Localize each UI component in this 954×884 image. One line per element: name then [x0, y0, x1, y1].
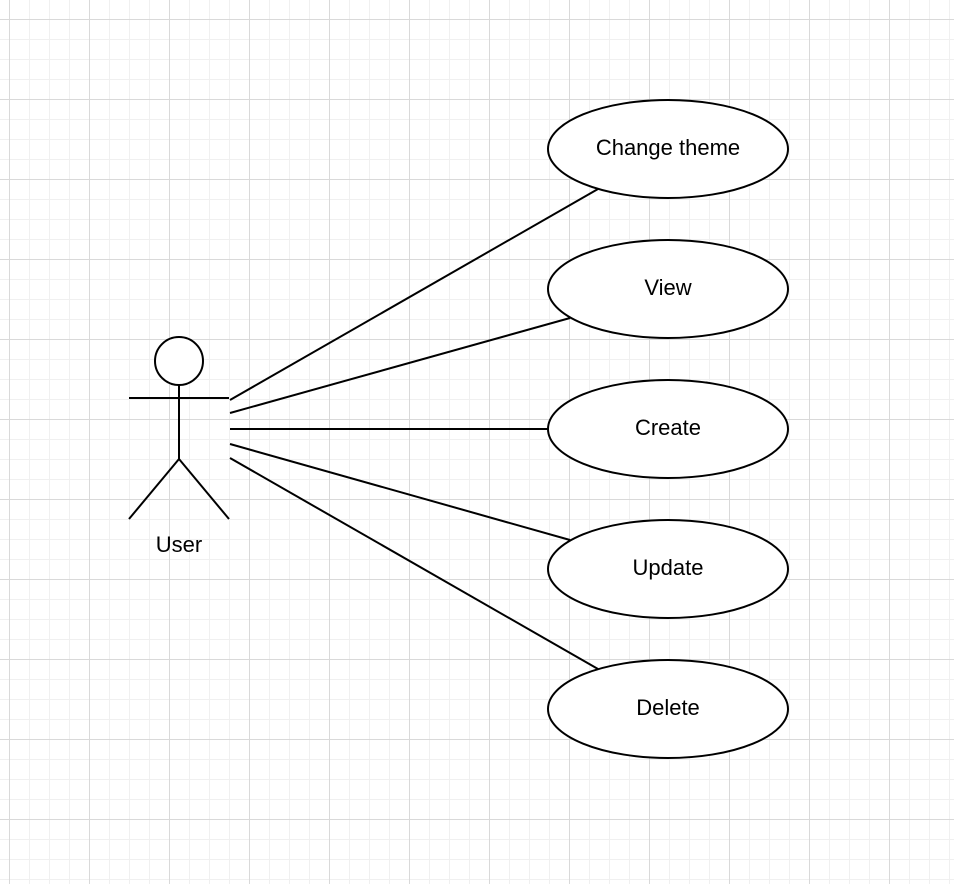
- use-case-ellipse: [547, 659, 789, 759]
- actor-left-leg: [128, 458, 180, 520]
- use-case-update[interactable]: Update: [547, 519, 789, 619]
- use-case-ellipse: [547, 379, 789, 479]
- associations: [229, 188, 599, 670]
- association-change-theme[interactable]: [229, 188, 599, 401]
- actor-label: User: [156, 532, 202, 557]
- use-case-create[interactable]: Create: [547, 379, 789, 479]
- association-view[interactable]: [229, 317, 571, 414]
- use-case-label: Update: [633, 555, 704, 580]
- actor-head: [154, 336, 204, 386]
- use-case-ellipse: [547, 99, 789, 199]
- use-case-label: Change theme: [596, 135, 740, 160]
- actor-right-leg: [178, 458, 230, 520]
- use-case-ellipse: [547, 239, 789, 339]
- use-case-ellipse: [547, 519, 789, 619]
- association-delete[interactable]: [229, 457, 599, 670]
- use-case-label: Create: [635, 415, 701, 440]
- use-case-label: Delete: [636, 695, 700, 720]
- use-case-label: View: [644, 275, 691, 300]
- use-case-view[interactable]: View: [547, 239, 789, 339]
- use-case-delete[interactable]: Delete: [547, 659, 789, 759]
- use-case-change-theme[interactable]: Change theme: [547, 99, 789, 199]
- association-update[interactable]: [229, 443, 571, 541]
- actor-user[interactable]: [128, 336, 230, 520]
